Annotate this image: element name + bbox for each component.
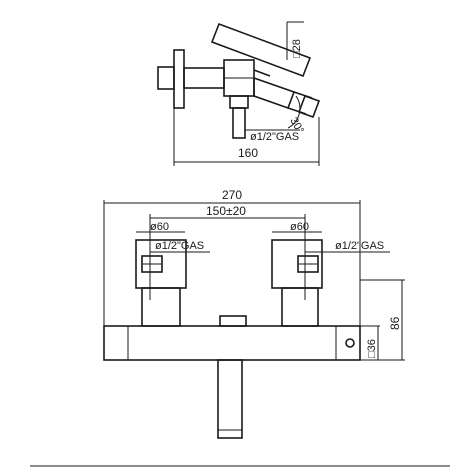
- dim-left-thread-label: ø1/2"GAS: [155, 240, 204, 252]
- connecting-arm: [183, 67, 225, 89]
- left-connector: [141, 287, 181, 327]
- spout-outlet: [297, 94, 321, 119]
- stem: [232, 107, 246, 139]
- front-view: 270 150±20 ø60 ø1/2"GAS ø60 ø1/2"GAS: [103, 188, 405, 439]
- dim-width-label: 160: [238, 146, 258, 160]
- dim-left-dia-label: ø60: [150, 221, 169, 233]
- dim-total-label: 270: [222, 188, 242, 202]
- mixer-body: [103, 325, 361, 361]
- dim-square-label: □28: [291, 39, 303, 58]
- dim-right-dia-label: ø60: [290, 221, 309, 233]
- wall-flange: [173, 49, 185, 109]
- dim-spacing-label: 150±20: [206, 204, 246, 218]
- flange-knob: [157, 66, 175, 90]
- vertical-spout: [217, 359, 243, 439]
- side-view: □28 30° ø1/2"GAS 160: [157, 21, 321, 166]
- spout: [253, 76, 296, 110]
- stem-collar: [229, 95, 249, 109]
- angle-arc: [287, 95, 301, 129]
- right-connector: [281, 287, 319, 327]
- dim-body-label: □36: [366, 339, 378, 358]
- lever-handle: [210, 22, 312, 78]
- spout-stub: [219, 315, 247, 327]
- dim-right-thread-label: ø1/2"GAS: [335, 240, 384, 252]
- dim-height-label: 86: [388, 316, 402, 330]
- diverter-knob: [345, 338, 355, 348]
- dim-thread-label: ø1/2"GAS: [250, 131, 299, 143]
